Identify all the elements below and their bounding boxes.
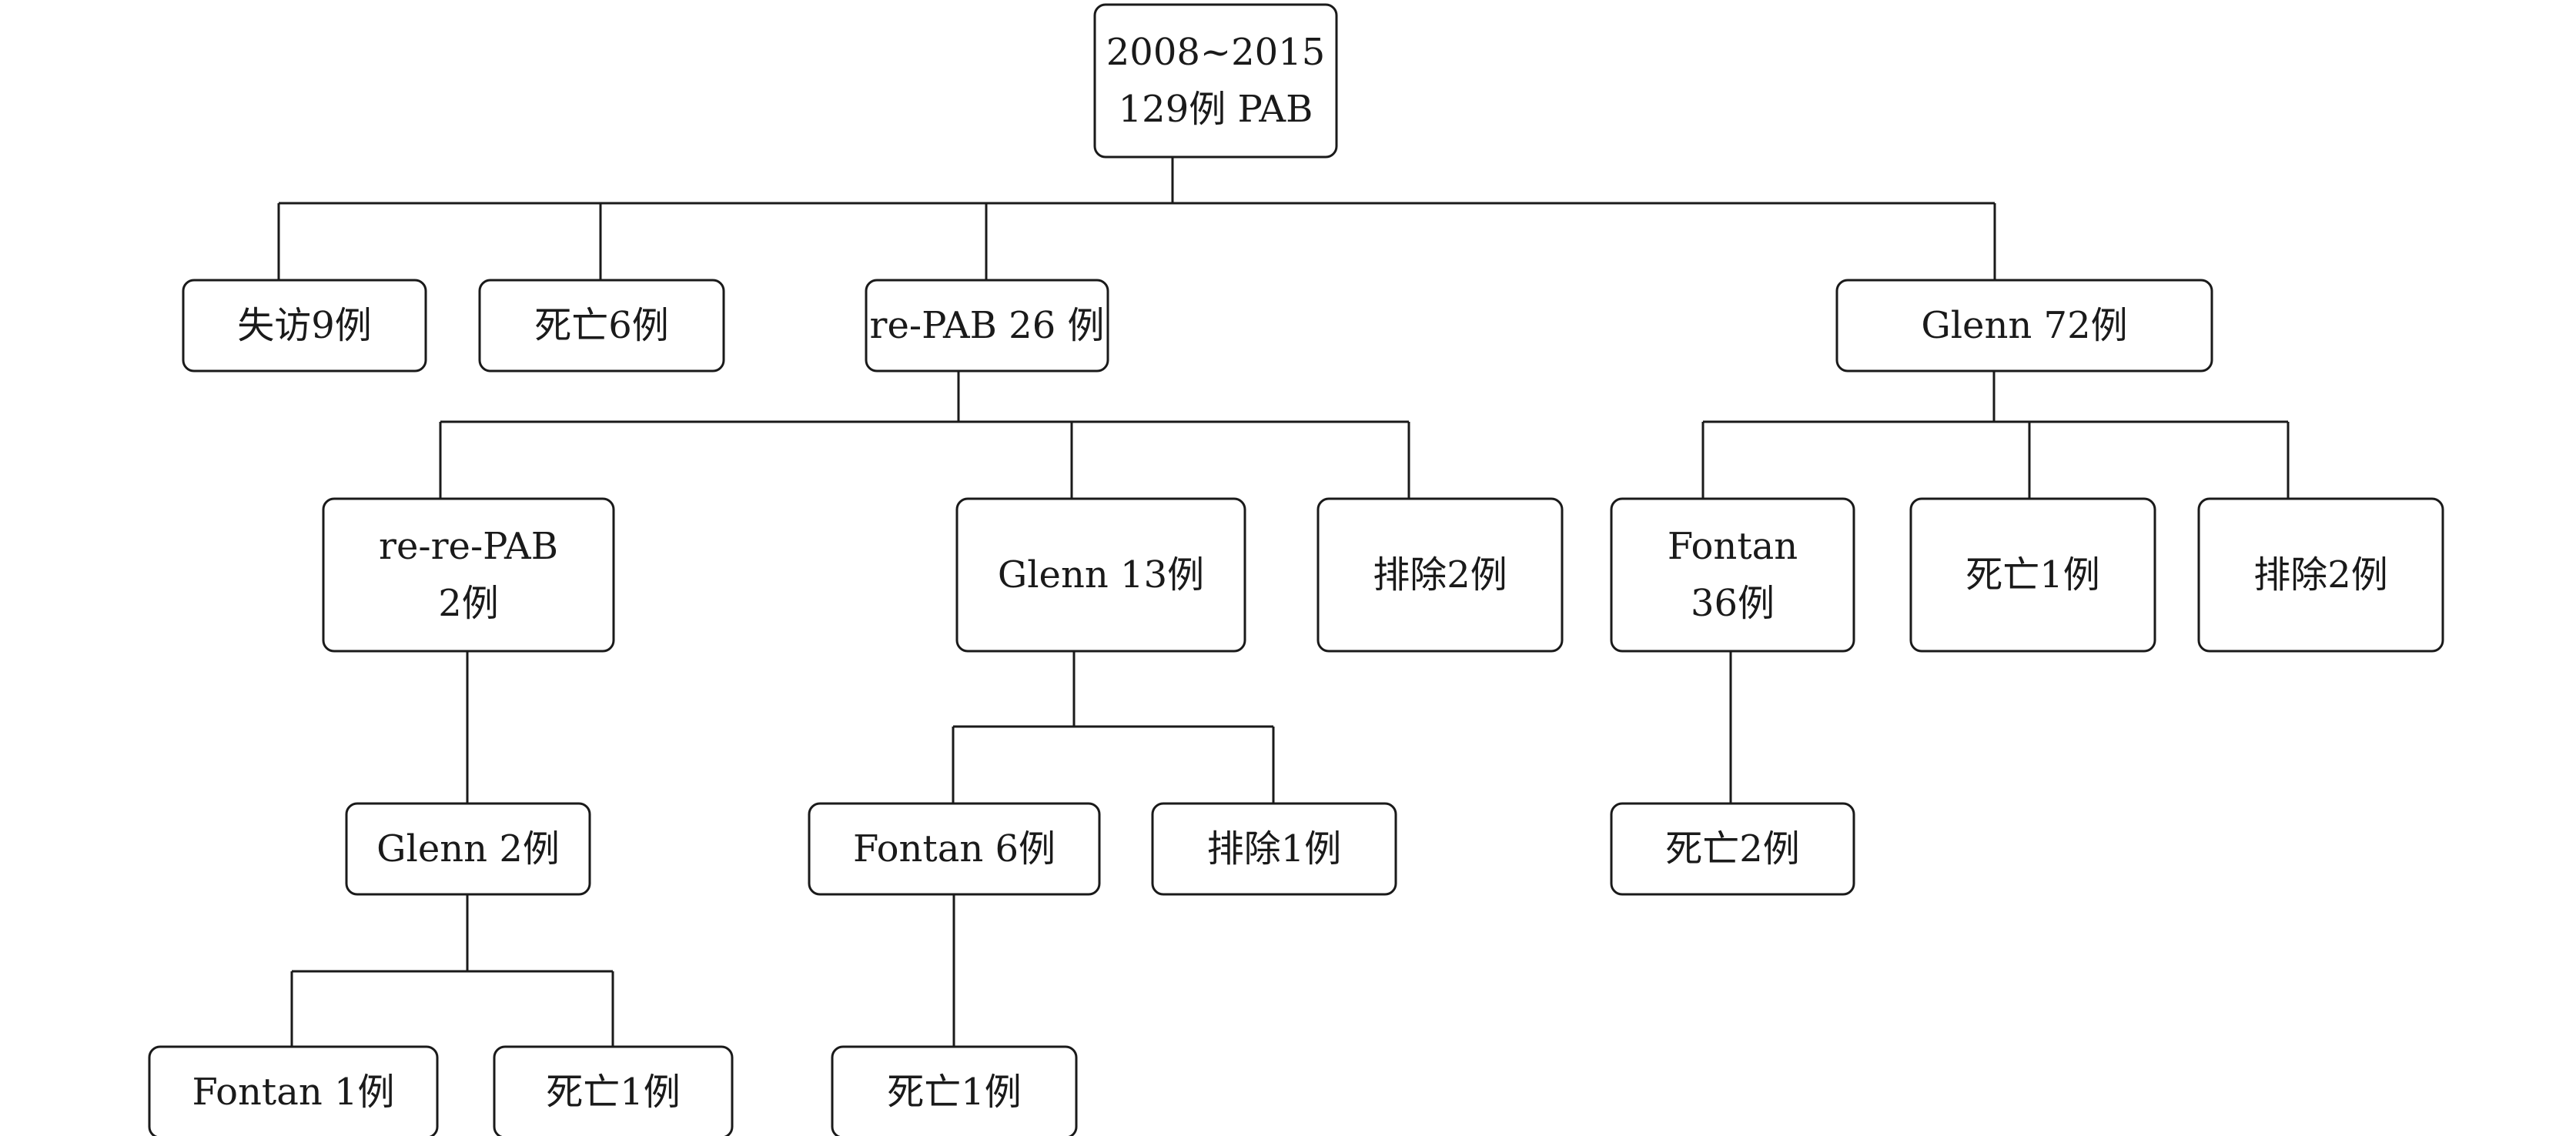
node-box bbox=[1093, 3, 1338, 159]
node-fontan36: Fontan 36例 bbox=[1610, 497, 1855, 653]
node-rerepab: re-re-PAB 2例 bbox=[322, 497, 615, 653]
node-label: 死亡1例 bbox=[546, 1071, 681, 1114]
node-repab: re-PAB 26 例 bbox=[865, 279, 1109, 373]
node-excl2b: 排除2例 bbox=[2197, 497, 2444, 653]
node-label: Glenn 13例 bbox=[998, 553, 1204, 596]
node-death6: 死亡6例 bbox=[478, 279, 725, 373]
node-box bbox=[1151, 802, 1397, 896]
node-label: 排除1例 bbox=[1207, 827, 1342, 870]
node-excl2a: 排除2例 bbox=[1316, 497, 1564, 653]
node-lost: 失访9例 bbox=[182, 279, 427, 373]
node-label: 2例 bbox=[438, 582, 499, 625]
node-label: 死亡2例 bbox=[1665, 827, 1800, 870]
node-box bbox=[2197, 497, 2444, 653]
node-box bbox=[865, 279, 1109, 373]
node-label: 129例 PAB bbox=[1119, 88, 1313, 131]
node-box bbox=[831, 1045, 1078, 1136]
node-death2: 死亡2例 bbox=[1610, 802, 1855, 896]
node-box bbox=[322, 497, 615, 653]
node-box bbox=[182, 279, 427, 373]
node-label: 失访9例 bbox=[237, 304, 372, 347]
node-root: 2008~2015 129例 PAB bbox=[1093, 3, 1338, 159]
node-death1c: 死亡1例 bbox=[831, 1045, 1078, 1136]
node-box bbox=[1610, 497, 1855, 653]
node-glenn72: Glenn 72例 bbox=[1835, 279, 2213, 373]
node-label: Fontan bbox=[1668, 525, 1798, 568]
flowchart-nodes: 2008~2015 129例 PAB 失访9例 死亡6例 re-PAB 26 例 Glen… bbox=[148, 3, 2444, 1136]
node-box bbox=[478, 279, 725, 373]
node-box bbox=[1909, 497, 2156, 653]
node-label: re-PAB 26 例 bbox=[870, 304, 1105, 347]
node-label: 36例 bbox=[1691, 582, 1775, 625]
node-label: 排除2例 bbox=[2253, 553, 2388, 596]
node-excl1: 排除1例 bbox=[1151, 802, 1397, 896]
node-label: 排除2例 bbox=[1373, 553, 1507, 596]
node-box bbox=[955, 497, 1246, 653]
node-label: 死亡1例 bbox=[887, 1071, 1022, 1114]
node-box bbox=[148, 1045, 439, 1136]
node-box bbox=[1610, 802, 1855, 896]
node-label: Glenn 2例 bbox=[376, 827, 560, 870]
node-glenn2: Glenn 2例 bbox=[345, 802, 591, 896]
node-box bbox=[1835, 279, 2213, 373]
node-fontan1: Fontan 1例 bbox=[148, 1045, 439, 1136]
node-box bbox=[808, 802, 1101, 896]
node-box bbox=[1316, 497, 1564, 653]
node-label: Glenn 72例 bbox=[1921, 304, 2127, 347]
node-glenn13: Glenn 13例 bbox=[955, 497, 1246, 653]
node-label: Fontan 1例 bbox=[192, 1071, 394, 1114]
node-death1b: 死亡1例 bbox=[493, 1045, 734, 1136]
node-box bbox=[493, 1045, 734, 1136]
node-box bbox=[345, 802, 591, 896]
node-fontan6: Fontan 6例 bbox=[808, 802, 1101, 896]
node-label: 2008~2015 bbox=[1106, 31, 1326, 74]
node-label: Fontan 6例 bbox=[853, 827, 1055, 870]
node-label: 死亡6例 bbox=[534, 304, 669, 347]
node-label: re-re-PAB bbox=[379, 525, 558, 568]
node-label: 死亡1例 bbox=[1965, 553, 2100, 596]
connector-lines bbox=[277, 157, 2290, 1047]
node-death1a: 死亡1例 bbox=[1909, 497, 2156, 653]
